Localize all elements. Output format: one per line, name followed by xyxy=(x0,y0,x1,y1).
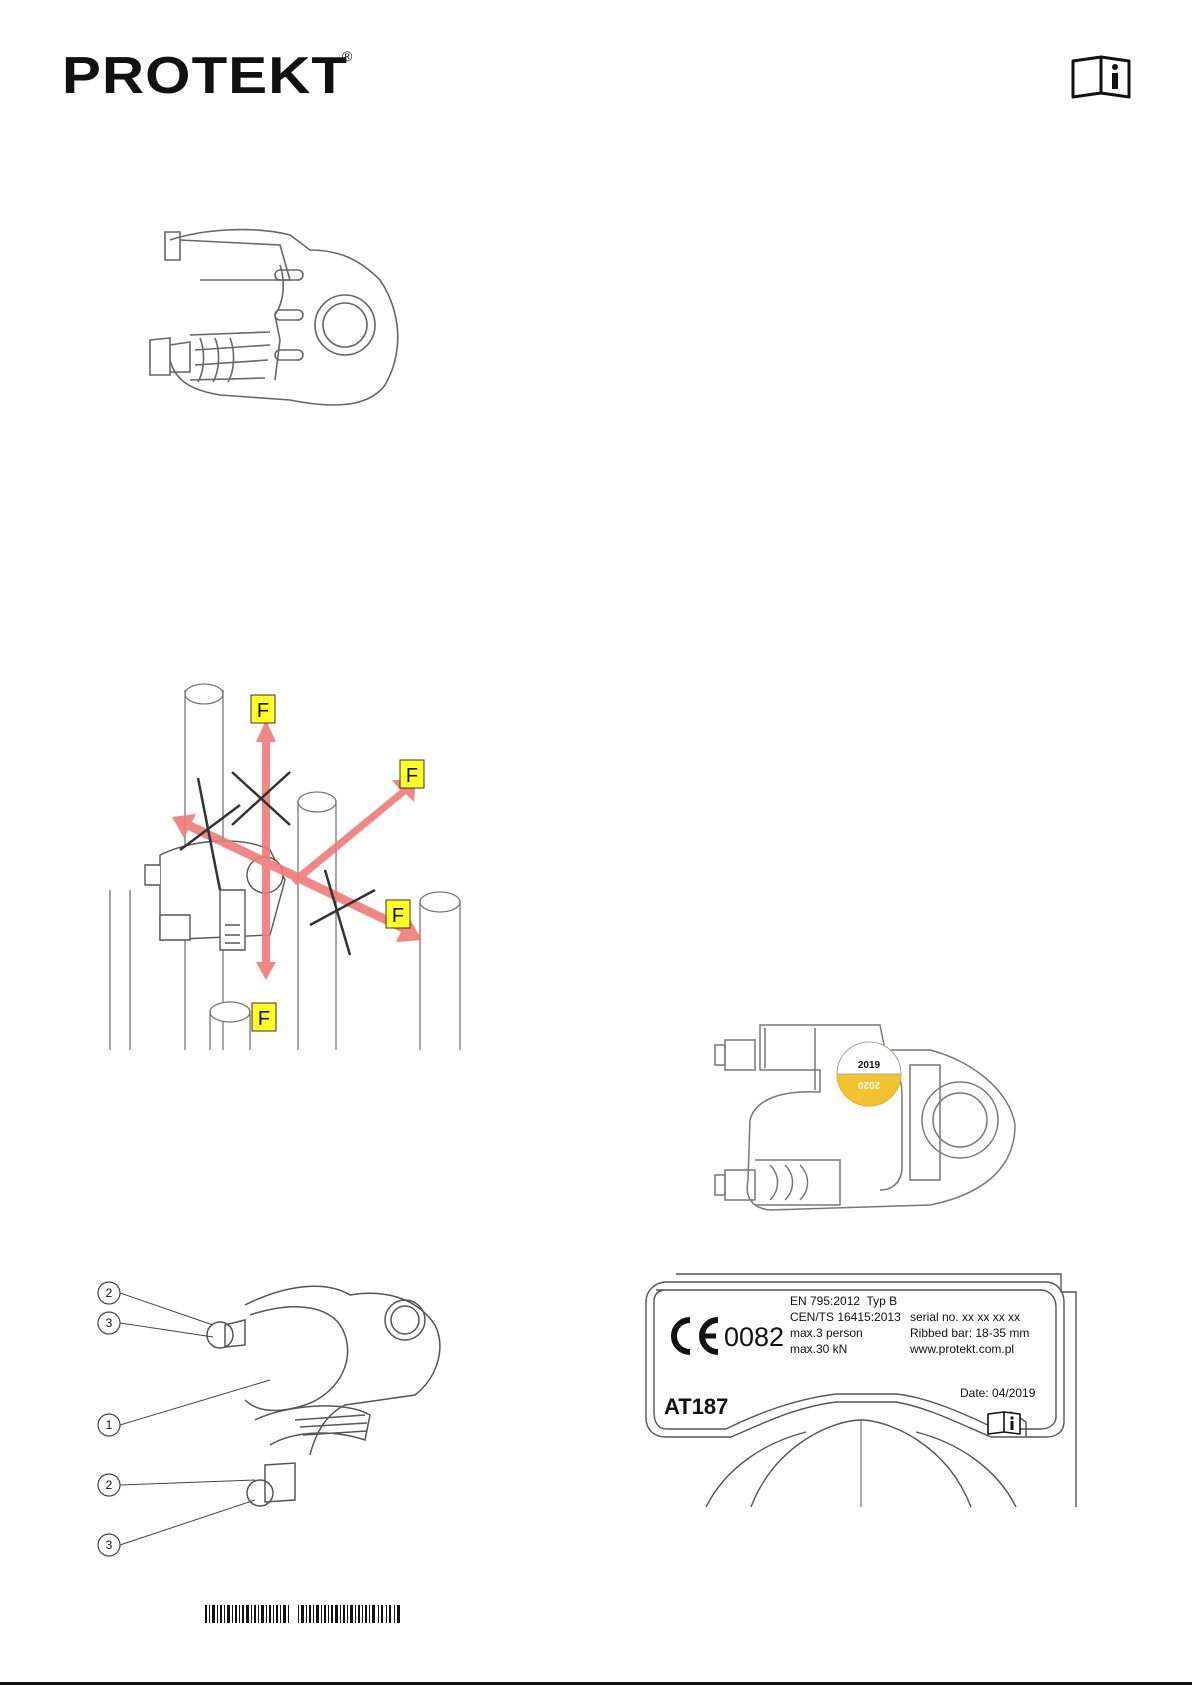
inspection-sticker: 2019 2020 xyxy=(835,1040,903,1108)
ce-notified-body-number: 0082 xyxy=(724,1322,784,1352)
manual-info-icon xyxy=(1070,55,1132,101)
callout-number: 2 xyxy=(106,1478,113,1492)
model-number: AT187 xyxy=(664,1394,728,1420)
ribbed-bar-range: Ribbed bar: 18-35 mm xyxy=(910,1326,1029,1340)
force-direction-diagram: F F F F xyxy=(100,680,500,1050)
callout-number: 1 xyxy=(106,1418,113,1432)
max-load: max.30 kN xyxy=(790,1342,847,1356)
force-label: F xyxy=(406,765,418,787)
standard-line: EN 795:2012 Typ B xyxy=(790,1294,897,1308)
parts-diagram: 2 3 1 2 3 xyxy=(95,1265,455,1585)
clamp-drawing-top xyxy=(140,220,420,420)
callout-number: 3 xyxy=(106,1538,113,1552)
marking-detail: 0082 AT187 EN 795:2012 Typ B CEN/TS 1641… xyxy=(636,1272,1086,1507)
barcode xyxy=(205,1605,400,1623)
brand-logo: PROTEKT ® xyxy=(62,48,362,104)
sticker-bottom-year: 2020 xyxy=(857,1079,880,1090)
serial-number: serial no. xx xx xx xx xyxy=(910,1310,1020,1324)
standard-line: CEN/TS 16415:2013 xyxy=(790,1310,901,1324)
production-date: Date: 04/2019 xyxy=(960,1386,1035,1400)
website: www.protekt.com.pl xyxy=(910,1342,1014,1356)
max-persons: max.3 person xyxy=(790,1326,863,1340)
force-label: F xyxy=(257,700,269,722)
manual-info-icon xyxy=(986,1410,1022,1436)
brand-name: PROTEKT xyxy=(62,48,348,104)
callout-number: 3 xyxy=(106,1316,113,1330)
callout-number: 2 xyxy=(106,1286,113,1300)
force-label: F xyxy=(392,905,404,927)
force-label: F xyxy=(258,1008,270,1030)
registered-mark: ® xyxy=(342,48,352,64)
clamp-drawing-marked: 2019 2020 xyxy=(710,1020,1040,1230)
ce-mark-icon xyxy=(666,1314,724,1358)
sticker-top-year: 2019 xyxy=(858,1060,881,1071)
